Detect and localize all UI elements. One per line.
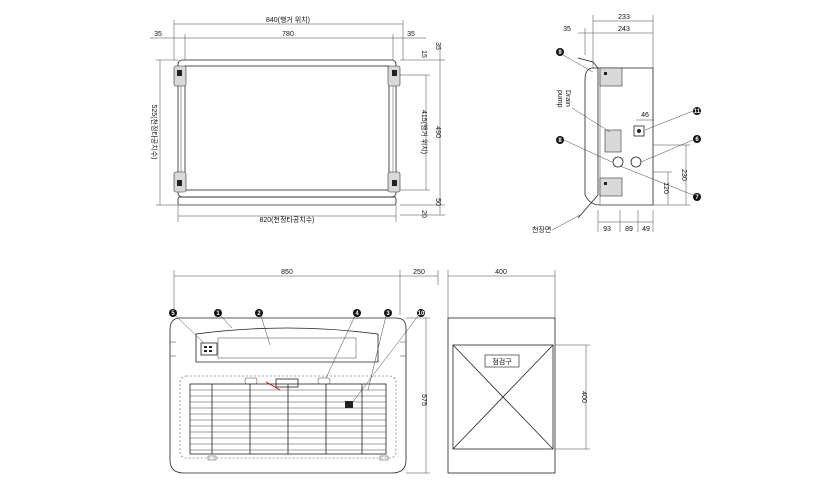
side-view: 233 243 35 Drain pump 9: [532, 14, 701, 234]
callout-1: 1: [214, 309, 233, 329]
drain-pump-label-line1: Drain: [564, 90, 571, 107]
callout-9: 9: [556, 48, 594, 73]
dim-35-side: 35: [563, 26, 571, 33]
svg-text:7: 7: [695, 195, 699, 201]
dim-233: 233: [618, 14, 630, 21]
callout-7: 7: [619, 165, 701, 201]
svg-text:3: 3: [386, 311, 390, 317]
dim-35-left: 35: [154, 31, 162, 38]
dim-93: 93: [603, 226, 611, 233]
drain-pump-label-line2: pump: [556, 90, 563, 108]
dim-46: 46: [641, 112, 649, 119]
hanger-bracket-bl: [173, 171, 187, 193]
hanger-bracket-tl: [173, 65, 187, 87]
dim-120: 120: [662, 182, 669, 194]
svg-text:8: 8: [558, 138, 562, 144]
dim-50: 50: [434, 198, 441, 206]
dim-15: 15: [420, 50, 427, 58]
svg-text:9: 9: [558, 50, 562, 56]
svg-text:4: 4: [355, 311, 359, 317]
dim-575: 575: [420, 394, 427, 406]
callout-11: 11: [644, 107, 701, 131]
dim-400-height: 400: [580, 391, 587, 403]
dim-415-hanger: 415(행거 위치): [420, 110, 429, 154]
svg-text:10: 10: [418, 311, 425, 317]
dim-780: 780: [282, 31, 294, 38]
dim-400-width: 400: [495, 269, 507, 276]
callout-3: 3: [367, 309, 392, 391]
dim-250: 250: [413, 269, 425, 276]
grille: [190, 384, 386, 454]
hanger-bracket-br: [387, 171, 401, 193]
dim-35-top: 35: [434, 42, 441, 50]
callout-4: 4: [325, 309, 361, 379]
front-view: 850 250: [169, 269, 439, 474]
svg-text:2: 2: [257, 311, 261, 317]
top-view: 840(행거 위치) 780 35 35: [150, 15, 445, 224]
dim-49: 49: [642, 226, 650, 233]
callout-2: 2: [255, 309, 271, 346]
access-panel-label: 점검구: [492, 358, 512, 366]
access-panel-view: 400 점검구 400: [447, 269, 590, 474]
dim-840-hanger: 840(행거 위치): [266, 15, 310, 24]
dim-35-right: 35: [407, 31, 415, 38]
callout-5: 5: [169, 309, 205, 344]
dim-490: 490: [434, 126, 441, 138]
dim-230: 230: [680, 169, 687, 181]
dim-525-ceiling: 525(천정타공치수): [150, 105, 159, 160]
svg-text:11: 11: [694, 109, 701, 115]
dim-850: 850: [281, 269, 293, 276]
hanger-bracket-tr: [387, 65, 401, 87]
callout-8: 8: [556, 136, 613, 163]
dim-89: 89: [625, 226, 633, 233]
svg-text:5: 5: [171, 311, 175, 317]
ceiling-surface-label: 천장면: [532, 225, 551, 234]
svg-text:1: 1: [216, 311, 220, 317]
callout-6: 6: [640, 135, 701, 163]
dim-820-ceiling: 820(천정타공치수): [260, 215, 315, 224]
dim-243: 243: [618, 26, 630, 33]
svg-text:6: 6: [695, 137, 699, 143]
callout-10: 10: [351, 309, 425, 404]
dim-20: 20: [420, 210, 427, 218]
